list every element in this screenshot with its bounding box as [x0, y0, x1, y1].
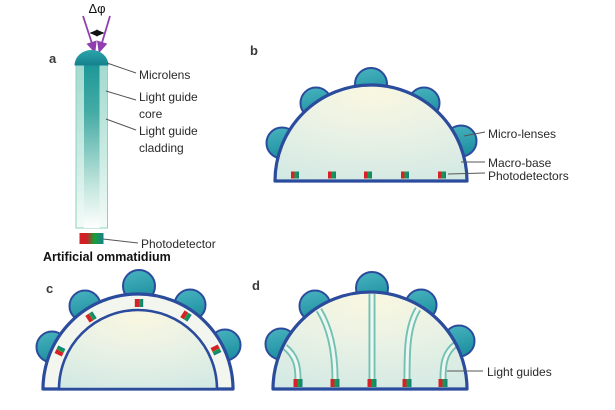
incident-ray-right-arrow	[97, 15, 111, 54]
panel-b-graphics	[265, 67, 486, 183]
panel-letter-c: c	[46, 281, 54, 296]
label-photodetectors: Photodetectors	[488, 169, 569, 183]
photodetector-shape	[79, 233, 104, 244]
photodetectors-c	[54, 299, 222, 357]
panel-letter-d: d	[252, 278, 260, 293]
photodetectors-b	[291, 171, 446, 179]
label-photodetector: Photodetector	[141, 237, 216, 251]
panel-letter-a: a	[49, 51, 57, 66]
label-light-guide-cladding: Light guide cladding	[139, 124, 198, 155]
panel-a-leader-lines	[102, 62, 139, 244]
panel-b-leader-lines	[447, 131, 486, 175]
incident-ray-left-arrow	[82, 15, 97, 54]
label-microlens: Microlens	[139, 68, 191, 82]
photodetectors-d	[293, 379, 448, 387]
dome-d-outline	[271, 290, 469, 391]
label-light-guide-core: Light guide core	[139, 90, 198, 121]
label-macro-base: Macro-base	[488, 156, 552, 170]
panel-a-graphics	[74, 15, 139, 244]
macro-base-dome-b	[273, 83, 469, 183]
panel-d-graphics	[264, 271, 483, 391]
panel-c-graphics	[35, 269, 242, 391]
label-micro-lenses: Micro-lenses	[488, 127, 557, 141]
inner-dome-c	[57, 308, 219, 391]
acceptance-angle-label: Δφ	[88, 1, 106, 16]
caption-artificial-ommatidium: Artificial ommatidium	[43, 250, 171, 264]
panel-letter-b: b	[250, 43, 258, 58]
light-guides-d	[282, 294, 459, 380]
microlens-shape	[74, 49, 109, 66]
light-guide-core	[84, 64, 100, 228]
label-light-guides: Light guides	[487, 365, 552, 379]
